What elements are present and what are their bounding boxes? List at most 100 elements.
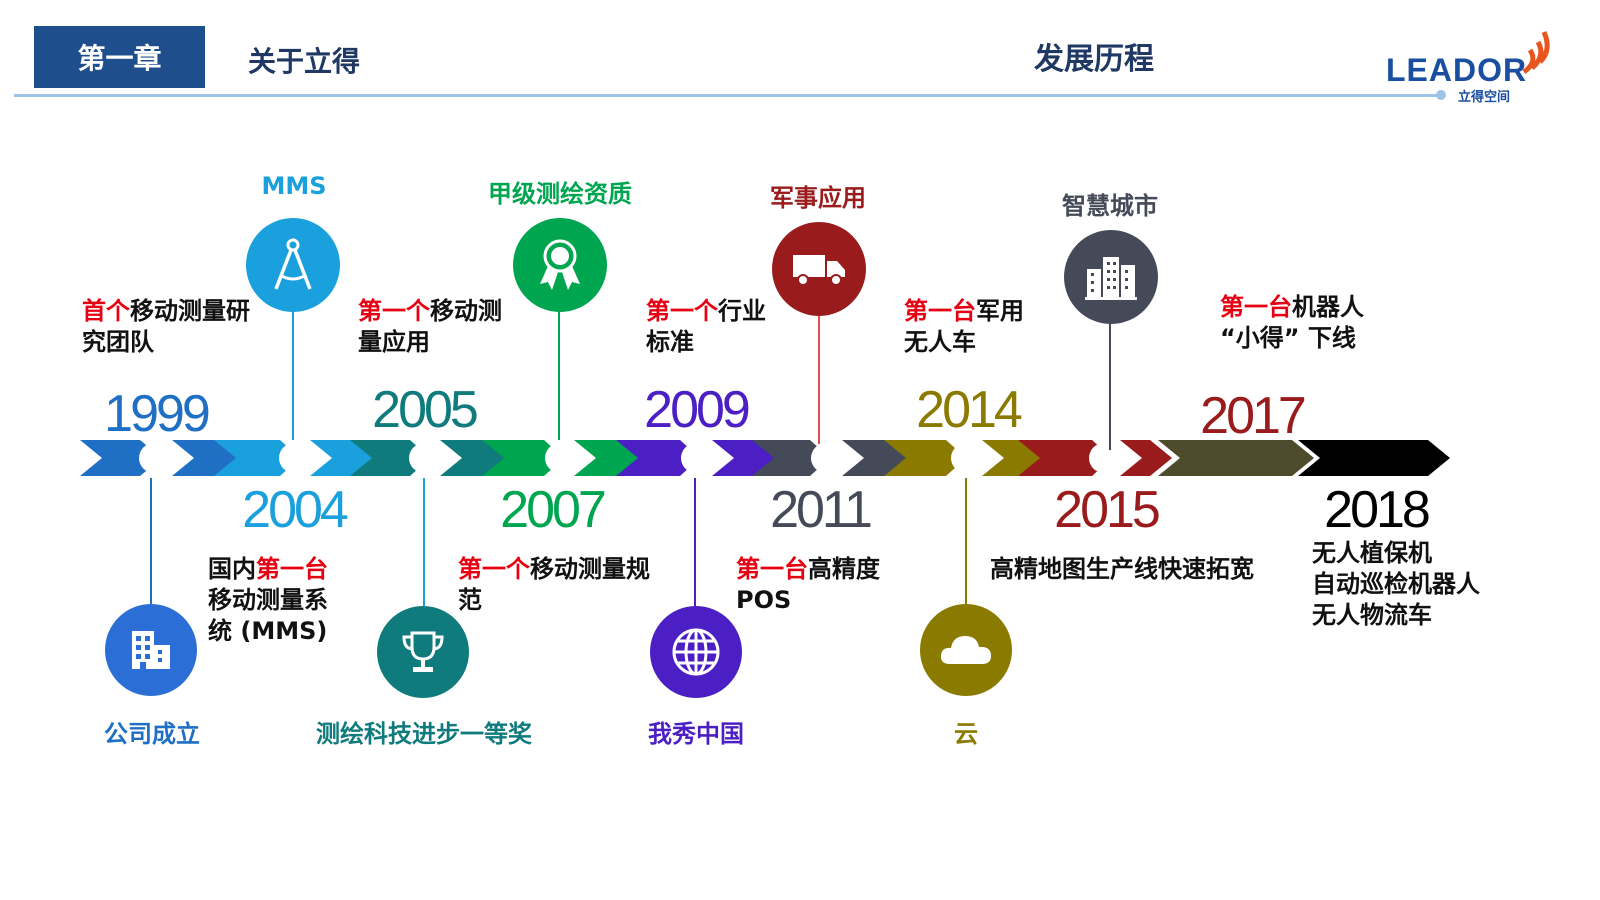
arrow-segment-2004-b — [214, 440, 300, 476]
logo-text: LEADOR — [1386, 52, 1528, 88]
desc-text: 移动测量系 — [208, 586, 328, 614]
desc-2007: 第一个移动测量规范 — [458, 554, 650, 616]
desc-text: 移动测 — [430, 297, 502, 325]
desc-text: 移动测量规 — [530, 555, 650, 583]
desc-text: 高精度 — [808, 555, 880, 583]
logo-subtitle: 立得空间 — [1458, 90, 1511, 105]
cloud-icon — [940, 636, 991, 664]
desc-text: 无人植保机 — [1312, 539, 1432, 567]
desc-text: 统 (MMS) — [208, 617, 328, 645]
milestone-2014-circle — [920, 604, 1012, 696]
year-2007: 2007 — [500, 481, 607, 539]
milestone-2009-circle — [650, 606, 742, 698]
milestone-2015-circle — [1064, 230, 1158, 324]
desc-text: 国内 — [208, 555, 256, 583]
desc-2009: 第一个行业标准 — [646, 296, 766, 358]
desc-text: 无人物流车 — [1312, 601, 1432, 629]
connector-line-2007 — [558, 312, 560, 440]
highlight-text: 第一个 — [358, 297, 430, 325]
connector-line-2014 — [965, 478, 967, 606]
caption-2015: 智慧城市 — [1062, 192, 1158, 220]
timeline-node — [545, 443, 575, 473]
desc-text: 究团队 — [82, 328, 154, 356]
highlight-text: 第一个 — [646, 297, 718, 325]
desc-2015: 高精地图生产线快速拓宽 — [990, 554, 1254, 585]
desc-2018: 无人植保机自动巡检机器人无人物流车 — [1312, 538, 1480, 631]
desc-text: 机器人 — [1292, 293, 1364, 321]
arrow-segment-2017-b — [1158, 440, 1314, 476]
page-title: 发展历程 — [1034, 42, 1154, 77]
arrow-segment-2007-b — [482, 440, 564, 476]
compass-icon — [274, 238, 312, 290]
highlight-text: 第一台 — [904, 297, 976, 325]
timeline-node — [951, 443, 981, 473]
chapter-title: 关于立得 — [248, 45, 361, 78]
arrow-segment-2011-b — [752, 440, 830, 476]
arrow-segment-2017-a — [1120, 440, 1172, 476]
desc-2004: 国内第一台移动测量系统 (MMS) — [208, 554, 328, 647]
connector-line-2005 — [423, 478, 425, 606]
chapter-label: 第一章 — [34, 26, 205, 88]
desc-2014: 第一台军用无人车 — [904, 296, 1024, 358]
desc-2011: 第一台高精度 POS — [736, 554, 880, 616]
arrow-segment-2014-b — [884, 440, 966, 476]
caption-2004: MMS — [261, 172, 327, 200]
truck-icon — [793, 255, 845, 286]
arrow-segment-2015-b — [1018, 440, 1112, 476]
year-2004: 2004 — [242, 481, 349, 539]
desc-text: 行业 — [718, 297, 766, 325]
highlight-text: 首个 — [82, 297, 130, 325]
desc-text: 范 — [458, 586, 482, 614]
milestone-1999-circle — [105, 604, 197, 696]
desc-text: 标准 — [646, 328, 694, 356]
desc-text: “小得” 下线 — [1220, 324, 1356, 352]
timeline-node — [139, 443, 169, 473]
connector-line-1999 — [150, 478, 152, 604]
caption-2011: 军事应用 — [770, 184, 866, 212]
milestone-2011-circle — [772, 222, 866, 316]
year-2018: 2018 — [1324, 481, 1431, 539]
year-2005: 2005 — [372, 381, 479, 439]
timeline-node — [279, 443, 309, 473]
highlight-text: 第一个 — [458, 555, 530, 583]
building-icon — [132, 631, 170, 669]
header-divider — [14, 94, 1442, 97]
arrow-segment-2018 — [1298, 440, 1450, 476]
timeline-node — [409, 443, 439, 473]
year-1999: 1999 — [104, 385, 211, 443]
trophy-icon — [402, 631, 444, 672]
highlight-text: 第一台 — [1220, 293, 1292, 321]
year-2015: 2015 — [1054, 481, 1161, 539]
year-2017: 2017 — [1200, 387, 1307, 445]
desc-text: 高精地图生产线快速拓宽 — [990, 555, 1254, 583]
globe-icon — [672, 628, 720, 676]
timeline-node — [681, 443, 711, 473]
timeline-node — [1089, 443, 1119, 473]
desc-text: 自动巡检机器人 — [1312, 570, 1480, 598]
caption-2009: 我秀中国 — [648, 720, 744, 748]
connector-line-2011 — [818, 316, 820, 444]
caption-2007: 甲级测绘资质 — [488, 180, 632, 208]
connector-line-2004 — [292, 310, 294, 440]
year-2011: 2011 — [770, 481, 873, 539]
highlight-text: 第一台 — [736, 555, 808, 583]
desc-text: 量应用 — [358, 328, 430, 356]
highlight-text: 第一台 — [256, 555, 328, 583]
desc-text: POS — [736, 586, 792, 614]
caption-1999: 公司成立 — [104, 720, 200, 748]
logo-flame-icon — [1522, 30, 1550, 75]
desc-2017: 第一台机器人 “小得” 下线 — [1220, 292, 1364, 354]
caption-2005: 测绘科技进步一等奖 — [316, 720, 532, 748]
milestone-2004-circle — [246, 218, 340, 312]
caption-2014: 云 — [954, 720, 978, 748]
connector-line-2015 — [1109, 322, 1111, 450]
timeline-node — [811, 443, 841, 473]
arrow-segment-1999 — [80, 440, 162, 476]
desc-1999: 首个移动测量研究团队 — [82, 296, 250, 358]
year-2014: 2014 — [916, 381, 1023, 439]
award-ribbon-icon — [540, 239, 580, 290]
header-divider-dot — [1436, 90, 1446, 100]
year-2009: 2009 — [644, 381, 751, 439]
milestone-2007-circle — [513, 218, 607, 312]
